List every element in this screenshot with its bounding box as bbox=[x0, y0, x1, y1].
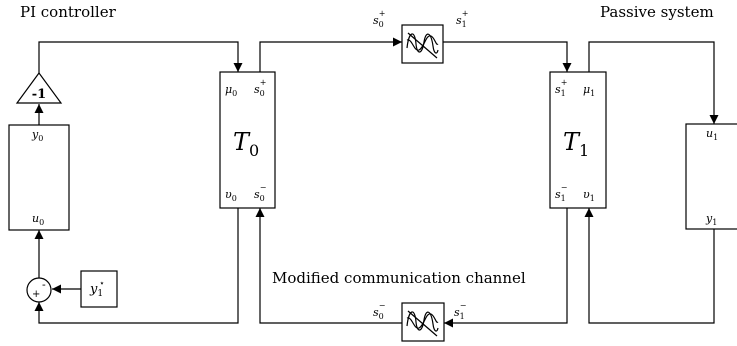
pi-controller-label: PI controller bbox=[20, 3, 117, 21]
wire-t1-to-bottom-channel bbox=[444, 208, 568, 328]
bottom-channel-output-label: s0− bbox=[373, 301, 385, 321]
t1-mu-label: μ1 bbox=[583, 83, 595, 98]
t0-title: T0 bbox=[233, 128, 259, 160]
controller-input-label: u0 bbox=[32, 212, 44, 227]
modified-channel-label: Modified communication channel bbox=[272, 269, 526, 287]
t1-block bbox=[549, 71, 607, 209]
summing-junction bbox=[26, 277, 52, 303]
t1-s-minus-label: s1− bbox=[555, 183, 567, 203]
wire-top-channel-to-t1 bbox=[443, 41, 572, 72]
top-channel-output-label: s1+ bbox=[456, 9, 468, 29]
reference-label: y1⋆ bbox=[89, 279, 105, 299]
sum-plus-sign: + bbox=[32, 289, 40, 300]
top-channel-input-label: s0+ bbox=[373, 9, 385, 29]
pi-controller-block bbox=[8, 124, 70, 231]
wire-bottom-channel-to-t0 bbox=[255, 208, 402, 324]
wire-t1-to-plant bbox=[588, 41, 719, 124]
reference-block bbox=[80, 270, 118, 308]
t0-upsilon-label: υ0 bbox=[225, 188, 237, 203]
top-channel-wave-icon bbox=[406, 32, 439, 59]
wire-plant-to-t1 bbox=[584, 208, 715, 324]
gain-triangle bbox=[15, 71, 63, 104]
controller-output-label: y0 bbox=[31, 128, 43, 143]
bottom-channel-input-label: s1− bbox=[454, 301, 466, 321]
t0-s-minus-label: s0− bbox=[254, 183, 266, 203]
passive-system-block bbox=[685, 123, 737, 230]
t0-s-plus-label: s0+ bbox=[254, 78, 266, 98]
wire-gain-to-t0 bbox=[38, 41, 243, 73]
sum-minus-sign: - bbox=[42, 278, 46, 291]
gain-label: -1 bbox=[32, 87, 46, 102]
t1-upsilon-label: υ1 bbox=[583, 188, 595, 203]
t1-title: T1 bbox=[563, 128, 589, 160]
passive-system-label: Passive system bbox=[600, 3, 714, 21]
wire-t0-to-sum bbox=[34, 208, 239, 324]
bottom-channel-wave-icon bbox=[406, 310, 439, 337]
t0-mu-label: μ0 bbox=[225, 83, 237, 98]
wire-t0-to-top-channel bbox=[259, 37, 402, 72]
plant-output-label: y1 bbox=[705, 212, 717, 227]
t1-s-plus-label: s1+ bbox=[555, 78, 567, 98]
plant-input-label: u1 bbox=[706, 127, 718, 142]
t0-block bbox=[219, 71, 276, 209]
